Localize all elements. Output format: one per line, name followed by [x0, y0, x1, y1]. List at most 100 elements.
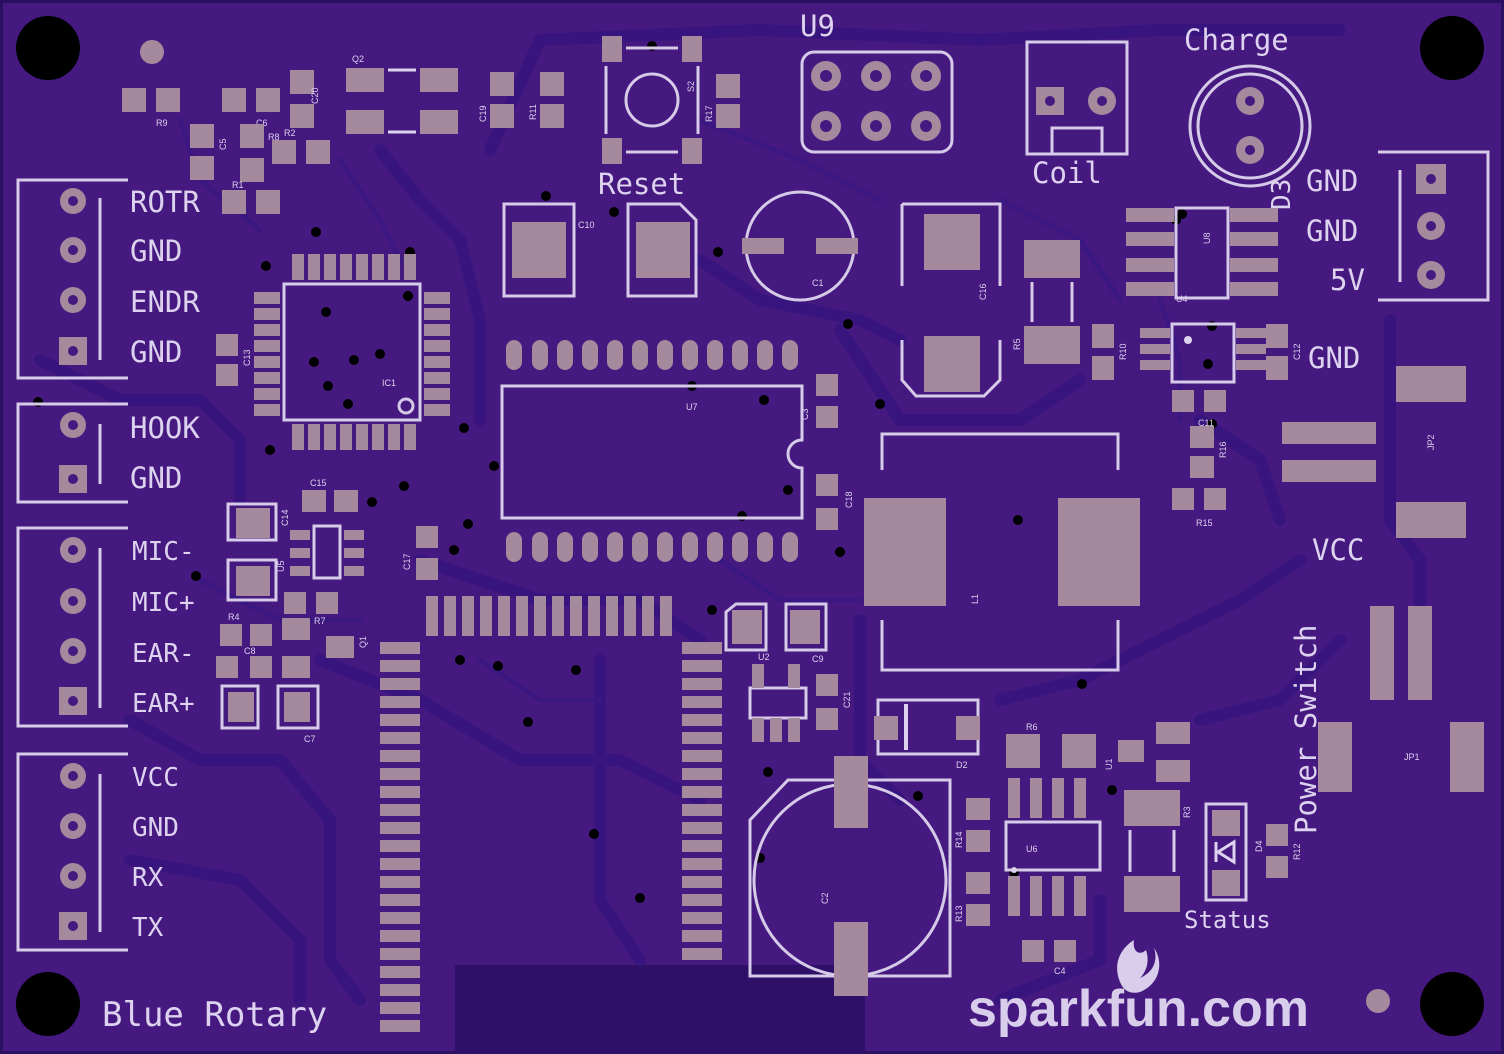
- svg-text:R2: R2: [284, 128, 296, 138]
- l1-inductor: L1: [864, 432, 1140, 672]
- svg-text:R4: R4: [228, 612, 240, 622]
- svg-text:U4: U4: [1176, 294, 1188, 304]
- rotary-pin-gnd-2: GND: [130, 335, 182, 369]
- ground-pour-cutout: [455, 965, 865, 1054]
- svg-text:C10: C10: [578, 220, 595, 230]
- hook-connector: HOOK GND: [16, 402, 200, 504]
- serial-pin-rx: RX: [132, 863, 164, 893]
- smd-cluster-top-left: R9 C6 C20 C5 R8 R2 R1 Q2 C19 R11: [122, 54, 564, 214]
- svg-text:C13: C13: [242, 349, 252, 366]
- power-switch[interactable]: JP1 Power Switch: [1289, 606, 1484, 834]
- svg-text:R6: R6: [1026, 722, 1038, 732]
- svg-text:L1: L1: [970, 594, 980, 604]
- status-led: D4 Status: [1184, 802, 1271, 934]
- svg-text:C21: C21: [842, 691, 852, 708]
- svg-text:C3: C3: [800, 408, 810, 420]
- mounting-holes: [16, 16, 1484, 1036]
- power-pin-gnd-2: GND: [1306, 214, 1358, 248]
- svg-text:C17: C17: [402, 553, 412, 570]
- svg-text:R1: R1: [232, 180, 244, 190]
- svg-text:U5: U5: [276, 560, 286, 572]
- svg-text:C5: C5: [218, 138, 228, 150]
- svg-text:IC1: IC1: [382, 378, 396, 388]
- svg-text:D2: D2: [956, 760, 968, 770]
- sparkfun-flame-icon: [1117, 940, 1160, 993]
- serial-pin-tx: TX: [132, 913, 164, 943]
- board-title: Blue Rotary: [102, 995, 327, 1035]
- r3-resistor: R3: [1124, 790, 1192, 912]
- svg-text:C4: C4: [1054, 966, 1066, 976]
- svg-text:R14: R14: [954, 831, 964, 848]
- power-input-connector: GND GND 5V: [1306, 150, 1490, 302]
- svg-text:C12: C12: [1292, 343, 1302, 360]
- fiducial-br: [1366, 989, 1390, 1013]
- svg-text:D4: D4: [1254, 840, 1264, 852]
- sparkfun-brand: sparkfun.com: [968, 980, 1309, 1038]
- svg-text:R3: R3: [1182, 806, 1192, 818]
- u4-chip: [1140, 322, 1266, 384]
- svg-text:S2: S2: [686, 81, 696, 92]
- svg-text:C11: C11: [1198, 418, 1214, 428]
- svg-text:C8: C8: [244, 646, 256, 656]
- rotary-pin-gnd-1: GND: [130, 234, 182, 268]
- d3-label: D3: [1267, 179, 1297, 210]
- fiducial-tl: [140, 40, 164, 64]
- svg-text:R17: R17: [704, 105, 714, 122]
- svg-text:R9: R9: [156, 118, 168, 128]
- coil-label: Coil: [1032, 156, 1102, 190]
- svg-text:R11: R11: [528, 104, 538, 120]
- svg-text:R5: R5: [1012, 338, 1022, 350]
- svg-text:C6: C6: [256, 118, 268, 128]
- u9-label: U9: [800, 9, 835, 43]
- svg-text:R7: R7: [314, 616, 326, 626]
- rotary-connector: ROTR GND ENDR GND: [16, 178, 200, 380]
- svg-text:U6: U6: [1026, 844, 1038, 854]
- u9-header: U9: [800, 9, 954, 154]
- jp2-jumper: JP2: [1282, 366, 1466, 538]
- svg-text:JP1: JP1: [1404, 752, 1420, 762]
- u7-chip: U7: [500, 340, 804, 562]
- u8-chip: U8 U4: [1126, 206, 1278, 304]
- serial-pin-vcc: VCC: [132, 763, 179, 793]
- audio-pin-ear-plus: EAR+: [132, 689, 195, 719]
- power-switch-label: Power Switch: [1289, 624, 1323, 834]
- vcc-right-label: VCC: [1312, 533, 1364, 567]
- rotary-pin-rotr: ROTR: [130, 185, 200, 219]
- svg-text:R15: R15: [1196, 518, 1213, 528]
- status-label: Status: [1184, 906, 1271, 934]
- audio-pin-mic-minus: MIC-: [132, 537, 195, 567]
- power-pin-gnd-1: GND: [1306, 164, 1358, 198]
- svg-text:U7: U7: [686, 402, 698, 412]
- u6-chip: U6: [1004, 778, 1102, 916]
- svg-text:C20: C20: [310, 87, 320, 104]
- serial-connector: VCC GND RX TX: [16, 752, 179, 952]
- bluetooth-module-pads: [380, 596, 722, 1032]
- charge-label: Charge: [1184, 23, 1289, 57]
- c2-capacitor: C2: [748, 756, 952, 996]
- reset-button[interactable]: S2 Reset: [598, 36, 702, 201]
- serial-pin-gnd: GND: [132, 813, 179, 843]
- mounting-hole-tr: [1420, 16, 1484, 80]
- svg-text:Q2: Q2: [352, 54, 364, 64]
- svg-text:C18: C18: [844, 491, 854, 508]
- power-pin-5v: 5V: [1330, 263, 1365, 297]
- mounting-hole-br: [1420, 972, 1484, 1036]
- mounting-hole-bl: [16, 972, 80, 1036]
- audio-pin-mic-plus: MIC+: [132, 588, 195, 618]
- gnd-right-label: GND: [1308, 341, 1360, 375]
- svg-text:U2: U2: [758, 652, 770, 662]
- d2-diode: D2: [874, 698, 980, 770]
- u2-regulator: U2 C9 C21: [724, 602, 852, 742]
- reset-label: Reset: [598, 167, 685, 201]
- svg-text:U8: U8: [1202, 232, 1212, 244]
- coil-connector: Coil: [1025, 40, 1129, 190]
- svg-text:Q1: Q1: [358, 636, 368, 648]
- rotary-pin-endr: ENDR: [130, 285, 200, 319]
- charge-led: Charge D3: [1184, 23, 1312, 210]
- hook-pin-hook: HOOK: [130, 411, 200, 445]
- mounting-hole-tl: [16, 16, 80, 80]
- svg-text:C7: C7: [304, 734, 316, 744]
- svg-text:C2: C2: [820, 892, 830, 904]
- vias: [33, 41, 1217, 903]
